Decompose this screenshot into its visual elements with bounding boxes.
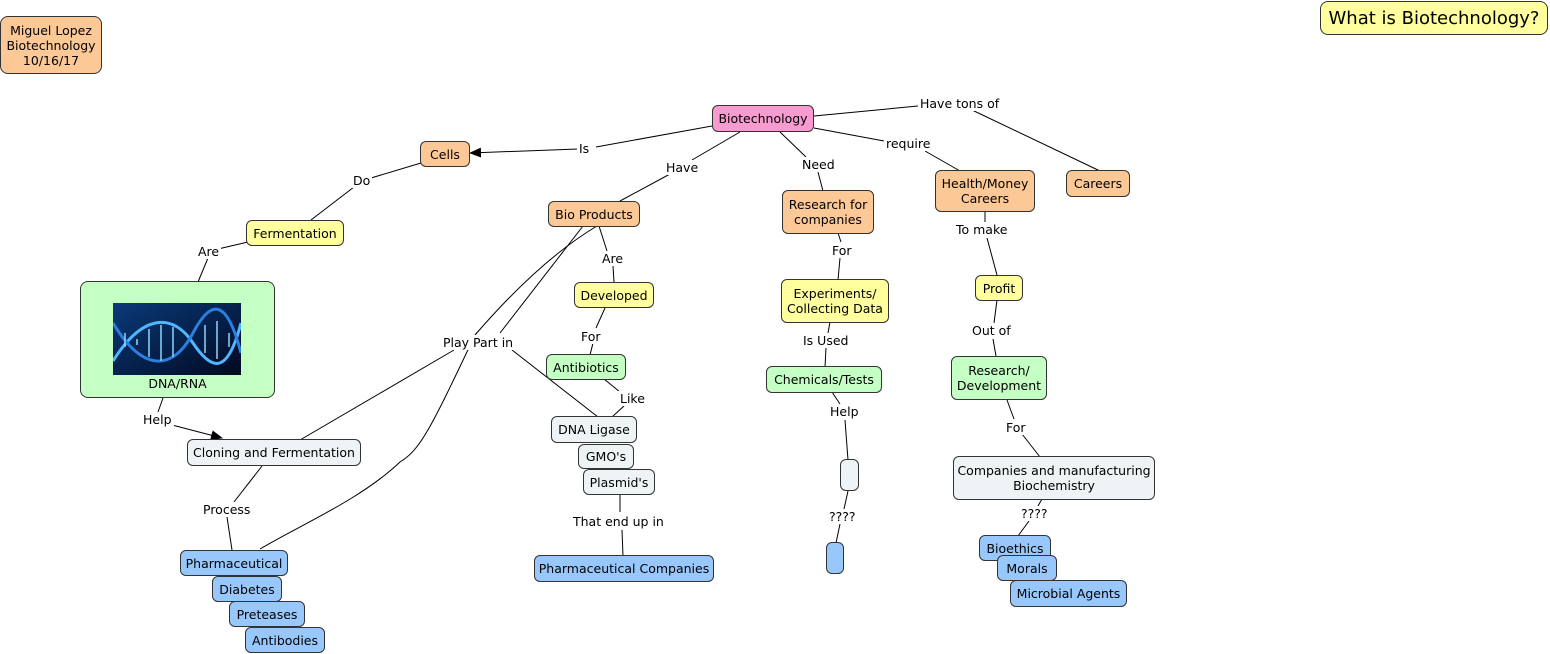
- link-label-process[interactable]: Process: [201, 502, 253, 517]
- link-label-that-end-up-in[interactable]: That end up in: [571, 514, 666, 529]
- node-label: Diabetes: [219, 581, 275, 597]
- author-name: Miguel Lopez: [10, 22, 92, 38]
- node-label: Chemicals/Tests: [774, 372, 874, 387]
- node-label: Cloning and Fermentation: [193, 445, 355, 460]
- node-dna-ligase[interactable]: DNA Ligase: [551, 416, 637, 443]
- node-label: Research/: [968, 363, 1030, 378]
- node-label: Careers: [1073, 176, 1123, 191]
- node-label: Preteases: [236, 606, 298, 622]
- node-label: DNA Ligase: [558, 422, 630, 437]
- node-empty-2[interactable]: [826, 542, 844, 574]
- node-label: Plasmid's: [589, 474, 649, 490]
- link-label-for[interactable]: For: [830, 243, 854, 258]
- link-label-do[interactable]: Do: [351, 173, 373, 188]
- node-label: Morals: [1006, 560, 1048, 576]
- node-label: Antibodies: [251, 632, 319, 648]
- link-label-need[interactable]: Need: [800, 157, 837, 172]
- node-label: Health/Money: [941, 176, 1029, 191]
- node-careers[interactable]: Careers: [1066, 170, 1130, 197]
- node-plasmids[interactable]: Plasmid's: [583, 469, 655, 495]
- link-label-like[interactable]: Like: [618, 391, 647, 406]
- node-label: Pharmaceutical: [185, 555, 283, 571]
- node-label: Fermentation: [253, 225, 337, 241]
- dna-helix-image: [113, 303, 241, 375]
- node-biotechnology[interactable]: Biotechnology: [712, 105, 814, 132]
- node-cells[interactable]: Cells: [420, 141, 470, 167]
- node-label: Profit: [982, 280, 1016, 296]
- author-box[interactable]: Miguel Lopez Biotechnology 10/16/17: [0, 16, 102, 74]
- node-label: Antibiotics: [553, 359, 619, 375]
- link-label-have[interactable]: Have: [664, 160, 701, 175]
- link-label-out-of[interactable]: Out of: [970, 323, 1013, 338]
- node-label: Developed: [580, 287, 648, 303]
- node-microbial-agents[interactable]: Microbial Agents: [1010, 580, 1127, 607]
- node-empty-1[interactable]: [840, 459, 859, 491]
- author-subject: Biotechnology: [6, 37, 96, 53]
- node-antibodies[interactable]: Antibodies: [245, 627, 325, 653]
- link-label-for[interactable]: For: [579, 329, 603, 344]
- link-label-is-used[interactable]: Is Used: [801, 333, 851, 348]
- node-fermentation[interactable]: Fermentation: [246, 220, 344, 246]
- node-label: Biochemistry: [1013, 478, 1095, 493]
- node-research-companies[interactable]: Research for companies: [782, 190, 874, 234]
- link-label-require[interactable]: require: [884, 136, 933, 151]
- dna-helix-icon: [113, 303, 241, 375]
- node-label: Cells: [430, 146, 460, 162]
- node-label: Bioethics: [986, 540, 1044, 556]
- author-date: 10/16/17: [22, 52, 80, 68]
- node-cloning-fermentation[interactable]: Cloning and Fermentation: [187, 439, 361, 466]
- node-experiments[interactable]: Experiments/ Collecting Data: [781, 279, 889, 323]
- link-label-to-make[interactable]: To make: [954, 222, 1010, 237]
- node-label: GMO's: [585, 449, 627, 464]
- node-dna-rna[interactable]: DNA/RNA: [80, 281, 275, 398]
- link-label-help[interactable]: Help: [828, 404, 861, 419]
- node-pharmaceutical[interactable]: Pharmaceutical: [180, 550, 288, 576]
- link-label-help[interactable]: Help: [141, 412, 174, 427]
- link-label-are[interactable]: Are: [196, 244, 222, 259]
- link-label-are[interactable]: Are: [600, 251, 626, 266]
- link-label-have-tons-of[interactable]: Have tons of: [918, 96, 1002, 111]
- map-title-text: What is Biotechnology?: [1328, 7, 1540, 29]
- node-profit[interactable]: Profit: [975, 275, 1023, 301]
- node-gmos[interactable]: GMO's: [578, 444, 634, 469]
- node-bio-products[interactable]: Bio Products: [548, 201, 640, 227]
- node-label: Pharmaceutical Companies: [538, 561, 710, 576]
- node-health-money-careers[interactable]: Health/Money Careers: [935, 170, 1035, 212]
- node-developed[interactable]: Developed: [574, 282, 654, 308]
- node-companies-biochemistry[interactable]: Companies and manufacturing Biochemistry: [953, 456, 1155, 500]
- node-morals[interactable]: Morals: [997, 555, 1057, 581]
- node-antibiotics[interactable]: Antibiotics: [546, 354, 626, 380]
- node-pharmaceutical-companies[interactable]: Pharmaceutical Companies: [534, 555, 714, 582]
- node-label: companies: [794, 212, 862, 227]
- node-label: Biotechnology: [718, 111, 808, 126]
- node-label: Collecting Data: [787, 301, 883, 316]
- link-label-question[interactable]: ????: [1019, 506, 1050, 521]
- node-label: Careers: [960, 191, 1010, 206]
- node-label: Research for: [788, 197, 868, 212]
- node-label: Development: [956, 378, 1042, 393]
- link-label-play-part-in[interactable]: Play Part in: [441, 335, 516, 350]
- link-label-question[interactable]: ????: [827, 509, 858, 524]
- map-title[interactable]: What is Biotechnology?: [1320, 1, 1548, 35]
- node-label: Bio Products: [555, 206, 633, 222]
- node-label: Experiments/: [793, 286, 877, 301]
- node-label: DNA/RNA: [148, 376, 207, 391]
- node-label: Companies and manufacturing: [957, 463, 1151, 478]
- node-diabetes[interactable]: Diabetes: [212, 576, 282, 602]
- node-preteases[interactable]: Preteases: [229, 601, 305, 627]
- node-research-development[interactable]: Research/ Development: [951, 356, 1047, 400]
- node-label: Microbial Agents: [1016, 586, 1121, 601]
- link-label-for[interactable]: For: [1004, 420, 1028, 435]
- link-label-is[interactable]: Is: [577, 141, 592, 156]
- node-chemicals-tests[interactable]: Chemicals/Tests: [766, 366, 882, 393]
